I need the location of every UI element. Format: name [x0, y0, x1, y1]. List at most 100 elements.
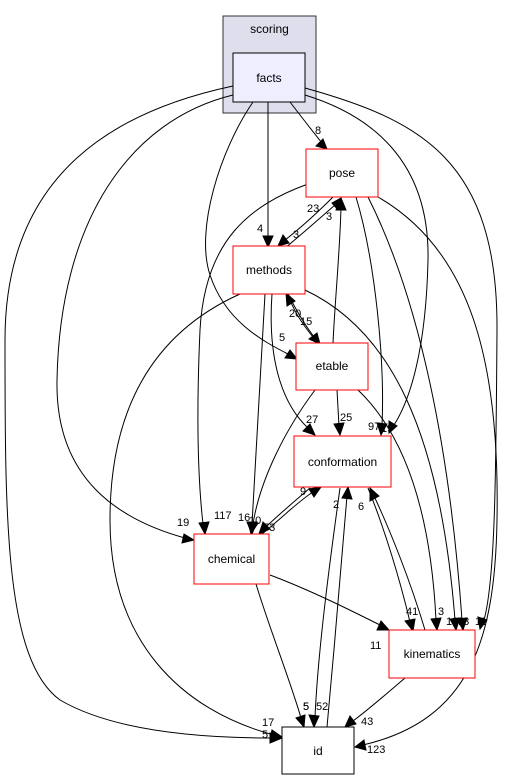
arrowhead-pose-conformation	[376, 422, 388, 437]
label-facts-kinematics: 11	[475, 616, 486, 628]
label-id-conformation: 2	[333, 499, 339, 511]
node-id[interactable]: id	[281, 726, 355, 775]
node-id-box	[281, 726, 355, 775]
arrowhead-id-conformation	[341, 485, 353, 500]
label-pose-methods: 3	[293, 229, 299, 241]
edge-facts-chemical	[56, 94, 234, 539]
arrowhead-methods-id	[269, 729, 284, 740]
edge-facts-etable	[205, 101, 291, 356]
arrowhead-chemical-conformation	[308, 486, 323, 498]
label-pose-chemical: 117	[214, 510, 232, 522]
label-pose-id: 123	[367, 744, 385, 756]
label-etable-kinematics: 3	[438, 606, 444, 618]
arrowhead-pose-methods	[277, 234, 290, 247]
node-etable-label: etable	[316, 359, 349, 373]
label-facts-chemical: 19	[177, 517, 189, 529]
arrowhead-methods-conformation	[302, 423, 316, 436]
edge-facts-kinematics	[304, 87, 498, 621]
edge-pose-id	[362, 196, 498, 746]
node-methods-label: methods	[246, 263, 292, 277]
label-conformation-id: 5	[303, 701, 309, 713]
label-etable-methods: 20	[289, 308, 301, 320]
edge-kinematics-id	[352, 677, 406, 722]
edge-methods-chemical	[251, 293, 266, 525]
node-facts-label: facts	[256, 71, 281, 85]
arrowhead-etable-chemical	[247, 521, 259, 536]
node-etable-box	[295, 342, 369, 391]
label-chemical-id: 5	[303, 701, 309, 713]
node-chemical[interactable]: chemical	[193, 533, 270, 585]
cluster-scoring-label: scoring	[250, 22, 289, 36]
edge-pose-chemical	[197, 183, 309, 525]
label-kinematics-id: 43	[361, 716, 373, 728]
arrowhead-etable-conformation	[333, 422, 345, 437]
label-methods-kinematics: 73	[457, 616, 469, 628]
node-chemical-box	[193, 533, 270, 585]
label-methods-id: 5	[262, 729, 268, 741]
edge-facts-conformation	[304, 94, 429, 426]
edge-etable-pose	[332, 206, 342, 344]
arrowhead-kinematics-conformation	[369, 486, 380, 502]
arrowhead-conformation-kinematics	[404, 618, 416, 633]
arrowhead-kinematics-id	[344, 715, 357, 728]
label-etable-chemical: 10	[249, 515, 261, 527]
edge-pose-kinematics	[367, 196, 463, 621]
label-id-kinematics: 52	[316, 701, 328, 713]
edge-conformation-chemical	[265, 487, 311, 528]
node-pose[interactable]: pose	[305, 148, 379, 198]
node-etable[interactable]: etable	[295, 342, 369, 391]
arrowhead-chemical-id	[295, 714, 306, 729]
label-facts-etable: 5	[279, 332, 285, 344]
node-kinematics-box	[388, 629, 476, 679]
edge-kinematics-conformation	[373, 495, 426, 631]
arrowhead-pose-id	[353, 739, 367, 751]
edge-pose-methods	[284, 196, 334, 241]
label-chemical-conformation: 9	[300, 486, 306, 498]
nodes: facts pose methods etable conformation c…	[193, 52, 476, 775]
node-facts[interactable]: facts	[232, 52, 306, 103]
edge-methods-conformation	[270, 293, 309, 429]
node-conformation[interactable]: conformation	[293, 435, 392, 488]
edge-conformation-id	[314, 487, 341, 718]
edge-conformation-kinematics	[367, 487, 411, 623]
node-pose-box	[305, 148, 379, 198]
arrowhead-facts-etable	[284, 349, 299, 360]
edge-etable-chemical	[252, 389, 316, 525]
arrowhead-facts-kinematics	[477, 616, 488, 631]
node-conformation-box	[293, 435, 392, 488]
node-id-label: id	[313, 744, 322, 758]
node-chemical-label: chemical	[208, 552, 255, 566]
label-facts-methods: 4	[257, 223, 263, 235]
edge-methods-kinematics	[304, 289, 456, 621]
edge-pose-conformation	[355, 196, 384, 427]
label-etable-conformation: 25	[340, 412, 352, 424]
edge-id-conformation	[326, 495, 348, 728]
edges: 8 4 5 97 19 11 17 3 23	[4, 85, 498, 756]
edge-etable-kinematics	[357, 389, 437, 621]
node-methods[interactable]: methods	[232, 245, 306, 295]
arrowhead-chemical-kinematics	[376, 620, 391, 631]
arrowhead-methods-kinematics	[449, 617, 461, 632]
label-conformation-kinematics: 41	[406, 606, 418, 618]
node-conformation-label: conformation	[308, 455, 377, 469]
node-facts-box	[232, 52, 306, 103]
arrowhead-conformation-id	[308, 714, 320, 729]
node-kinematics-label: kinematics	[404, 647, 461, 661]
node-kinematics[interactable]: kinematics	[388, 629, 476, 679]
label-methods-etable: 15	[300, 316, 312, 328]
edge-facts-id	[4, 85, 273, 739]
edge-etable-conformation	[336, 389, 340, 427]
arrowhead-etable-pose	[335, 196, 347, 211]
label-methods-conformation: 27	[306, 414, 318, 426]
label-facts-id: 17	[262, 717, 274, 729]
edge-facts-pose	[289, 101, 323, 144]
node-methods-box	[232, 245, 306, 295]
label-facts-pose: 8	[315, 125, 321, 137]
label-kinematics-conformation: 6	[358, 501, 364, 513]
edge-chemical-conformation	[261, 491, 314, 535]
edge-methods-pose	[284, 204, 336, 249]
edge-methods-id	[109, 293, 275, 736]
arrowhead-facts-chemical	[181, 533, 196, 544]
node-pose-label: pose	[329, 166, 355, 180]
